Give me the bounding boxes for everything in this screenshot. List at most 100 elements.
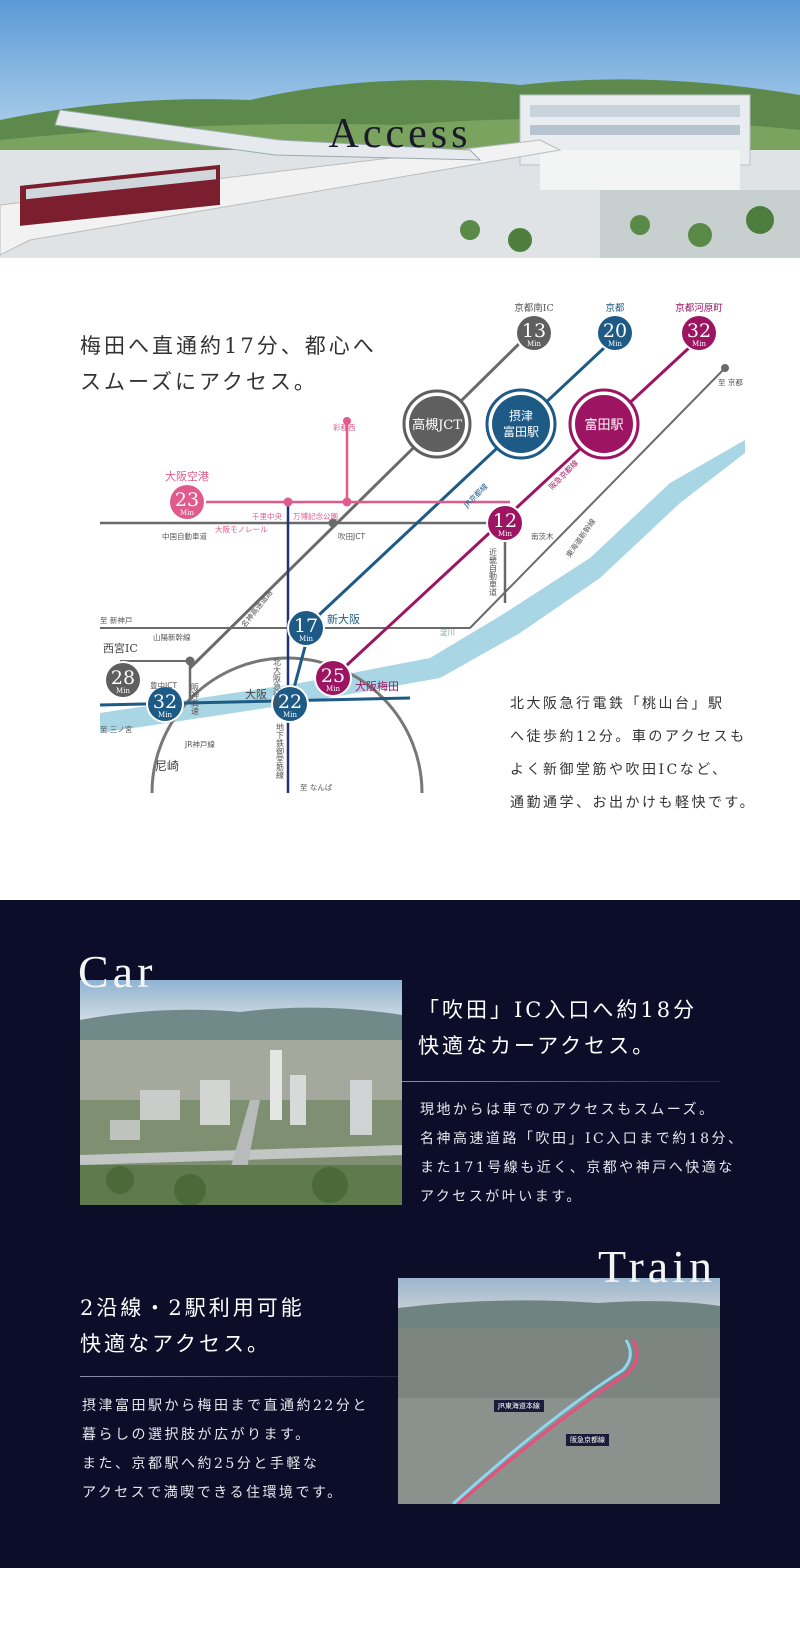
svg-text:富田駅: 富田駅 (503, 424, 539, 439)
destination-minutes: 20 (603, 320, 627, 342)
label-chugoku: 中国自動車道 (162, 531, 207, 541)
train-label: Train (598, 1241, 716, 1292)
destination-unit: Min (692, 340, 706, 348)
label-to-namba: 至 なんば (300, 783, 333, 792)
train-body-line: 摂津富田駅から梅田まで直通約22分と (82, 1398, 369, 1414)
label-to-kyoto: 至 京都 (718, 377, 743, 387)
car-body-line: アクセスが叶います。 (420, 1189, 583, 1205)
label-saito-nishi: 彩都西 (333, 422, 356, 432)
train-divider (80, 1376, 398, 1377)
destination-label: 京都南IC (514, 302, 554, 314)
label-jr-kobe: JR神戸線 (184, 739, 215, 749)
car-headline-line: 快適なカーアクセス。 (418, 1034, 657, 1058)
destination-unit: Min (608, 340, 622, 348)
map-headline: 梅田へ直通約17分、都心へ スムーズにアクセス。 (80, 328, 377, 400)
car-body: 現地からは車でのアクセスもスムーズ。 名神高速道路「吹田」IC入口まで約18分、… (420, 1096, 745, 1212)
station-minutes: 32 (153, 691, 177, 713)
label-to-sannomiya: 至 三ノ宮 (100, 724, 132, 734)
station-unit: Min (180, 509, 194, 517)
label-toyonaka-ic: 豊中ICT (150, 680, 177, 690)
station-minutes: 22 (278, 691, 302, 713)
car-body-line: 名神高速道路「吹田」IC入口まで約18分、 (420, 1131, 745, 1147)
station-unit: Min (498, 530, 512, 538)
train-headline-line: 快適なアクセス。 (80, 1332, 271, 1356)
destination-label: 京都河原町 (675, 302, 723, 314)
label-jr-kyoto: JR京都線 (461, 481, 490, 510)
hub-takatsuki-jct: 高槻JCT (402, 389, 472, 459)
hub-tonda: 富田駅 (568, 388, 640, 460)
station-minutes: 12 (493, 510, 517, 532)
map-description-line: へ徒歩約12分。車のアクセスも (510, 729, 747, 745)
label-yodogawa: 淀川 (440, 627, 455, 637)
train-body-line: アクセスで満喫できる住環境です。 (82, 1485, 344, 1501)
destination-label: 京都 (605, 302, 625, 314)
car-train-section: Car 「吹田」IC入口へ約1 (0, 900, 800, 1568)
train-headline: 2沿線・2駅利用可能 快適なアクセス。 (80, 1290, 305, 1362)
train-headline-line: 2沿線・2駅利用可能 (80, 1296, 305, 1320)
label-sanyo-shinkansen: 山陽新幹線 (153, 632, 191, 642)
svg-text:摂津: 摂津 (509, 408, 533, 423)
hub-label: 富田駅 (584, 417, 623, 433)
hero-section: Access (0, 0, 800, 258)
station-label: 新大阪 (327, 612, 360, 626)
label-suita-jct: 吹田JCT (338, 531, 365, 541)
train-body-line: また、京都駅へ約25分と手軽な (82, 1456, 320, 1472)
car-body-line: また171号線も近く、京都や神戸へ快適な (420, 1160, 735, 1176)
label-to-shinkobe: 至 新神戸 (100, 615, 133, 625)
destination-minutes: 13 (522, 320, 546, 342)
label-banpaku: 万博記念公園 (293, 511, 338, 521)
station-label: 大阪梅田 (355, 679, 399, 693)
station-label: 西宮IC (103, 641, 138, 655)
train-tag-hankyu: 阪急京都線 (566, 1434, 609, 1446)
label-minami-ibaraki: 南茨木 (531, 531, 554, 541)
hub-label: 高槻JCT (412, 417, 462, 433)
station-label: 大阪空港 (165, 469, 209, 483)
destination-unit: Min (527, 340, 541, 348)
map-description-line: 通勤通学、お出かけも軽快です。 (510, 795, 757, 811)
train-photo: JR東海道本線 阪急京都線 (398, 1278, 720, 1504)
label-meishin: 名神高速道路 (239, 587, 275, 629)
label-senri-chuo: 千里中央 (252, 511, 282, 521)
car-body-line: 現地からは車でのアクセスもスムーズ。 (420, 1102, 716, 1118)
train-tag-jr: JR東海道本線 (494, 1400, 544, 1412)
station-minutes: 28 (111, 667, 135, 689)
car-divider (402, 1081, 720, 1082)
page-title: Access (328, 111, 472, 157)
station-unit: Min (283, 711, 297, 719)
car-headline: 「吹田」IC入口へ約18分 快適なカーアクセス。 (418, 992, 697, 1064)
destination-minutes: 32 (687, 320, 711, 342)
station-unit: Min (299, 635, 313, 643)
hub-settsu-tonda: 摂津 富田駅 (485, 388, 557, 460)
station-minutes: 25 (321, 665, 345, 687)
station-minutes: 23 (175, 489, 199, 511)
station-hero-image (0, 0, 800, 258)
map-headline-line: スムーズにアクセス。 (80, 370, 318, 394)
station-unit: Min (158, 711, 172, 719)
label-amagasaki: 尼崎 (155, 759, 179, 773)
label-hanshin-expressway: 阪神高速 (191, 683, 200, 716)
station-label: 大阪 (245, 687, 267, 701)
train-body: 摂津富田駅から梅田まで直通約22分と 暮らしの選択肢が広がります。 また、京都駅… (82, 1392, 369, 1508)
map-headline-line: 梅田へ直通約17分、都心へ (80, 334, 377, 358)
map-description: 北大阪急行電鉄「桃山台」駅 へ徒歩約12分。車のアクセスも よく新御堂筋や吹田I… (510, 688, 790, 820)
car-photo (80, 980, 402, 1205)
train-body-line: 暮らしの選択肢が広がります。 (82, 1427, 312, 1443)
station-minutes: 17 (294, 615, 318, 637)
station-unit: Min (116, 687, 130, 695)
map-description-line: 北大阪急行電鉄「桃山台」駅 (510, 696, 725, 712)
label-monorail: 大阪モノレール (215, 524, 268, 534)
label-kitaosaka: 北大阪急行線 (273, 658, 282, 706)
label-midosuji: 地下鉄御堂筋線 (276, 722, 285, 779)
label-tokaido-shinkansen: 東海道新幹線 (563, 516, 597, 559)
